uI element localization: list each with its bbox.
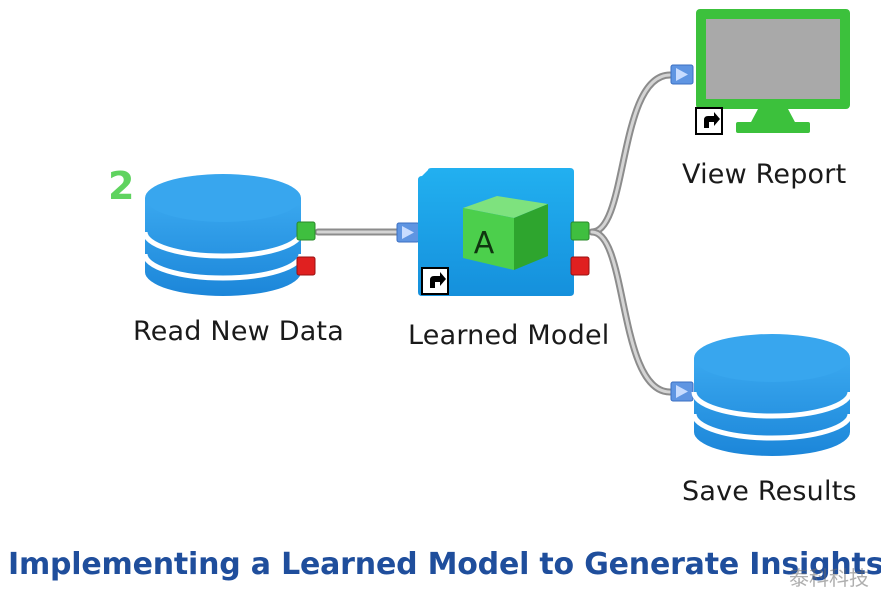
output-port-error[interactable] bbox=[296, 256, 316, 276]
node-label-save-results: Save Results bbox=[682, 476, 857, 507]
database-icon bbox=[691, 334, 853, 456]
connectors bbox=[314, 71, 674, 396]
shortcut-arrow-icon bbox=[421, 267, 449, 295]
node-label-view-report: View Report bbox=[682, 159, 847, 190]
diagram-caption: Implementing a Learned Model to Generate… bbox=[8, 547, 881, 582]
connector-model-to-save[interactable] bbox=[588, 228, 674, 396]
node-view-report[interactable] bbox=[670, 9, 850, 135]
node-label-read-new-data: Read New Data bbox=[133, 316, 344, 347]
database-icon bbox=[142, 174, 304, 296]
output-port-success[interactable] bbox=[296, 221, 316, 241]
watermark: 泰科科技 bbox=[789, 566, 869, 590]
step-number: 2 bbox=[108, 164, 135, 208]
node-read-new-data[interactable] bbox=[142, 174, 316, 296]
monitor-icon bbox=[696, 9, 850, 133]
node-label-learned-model: Learned Model bbox=[408, 320, 610, 351]
connector-model-to-report[interactable] bbox=[588, 71, 674, 236]
node-save-results[interactable] bbox=[670, 334, 853, 456]
model-cube-letter: A bbox=[474, 226, 495, 261]
output-port-success[interactable] bbox=[570, 221, 590, 241]
shortcut-arrow-icon bbox=[695, 107, 723, 135]
output-port-error[interactable] bbox=[570, 256, 590, 276]
model-cube-icon: A bbox=[463, 196, 548, 270]
node-learned-model[interactable]: A bbox=[396, 168, 590, 296]
